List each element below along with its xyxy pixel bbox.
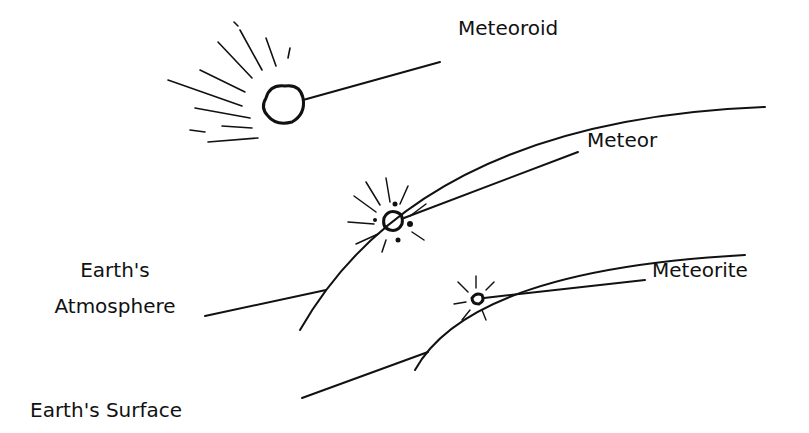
meteor-rock: [384, 212, 403, 231]
meteoroid-label: Meteoroid: [458, 10, 558, 46]
atmosphere-label: Earth's Atmosphere: [40, 252, 190, 324]
meteoroid-rock: [263, 86, 303, 123]
surface-label: Earth's Surface: [30, 392, 182, 428]
meteor-fragments: [373, 202, 413, 243]
meteorite-rock: [472, 294, 483, 304]
meteor-label: Meteor: [587, 122, 657, 158]
meteorite-label: Meteorite: [652, 252, 748, 288]
leader-lines: [205, 62, 645, 398]
motion-lines: [168, 22, 290, 142]
atmosphere-arc: [300, 107, 765, 330]
